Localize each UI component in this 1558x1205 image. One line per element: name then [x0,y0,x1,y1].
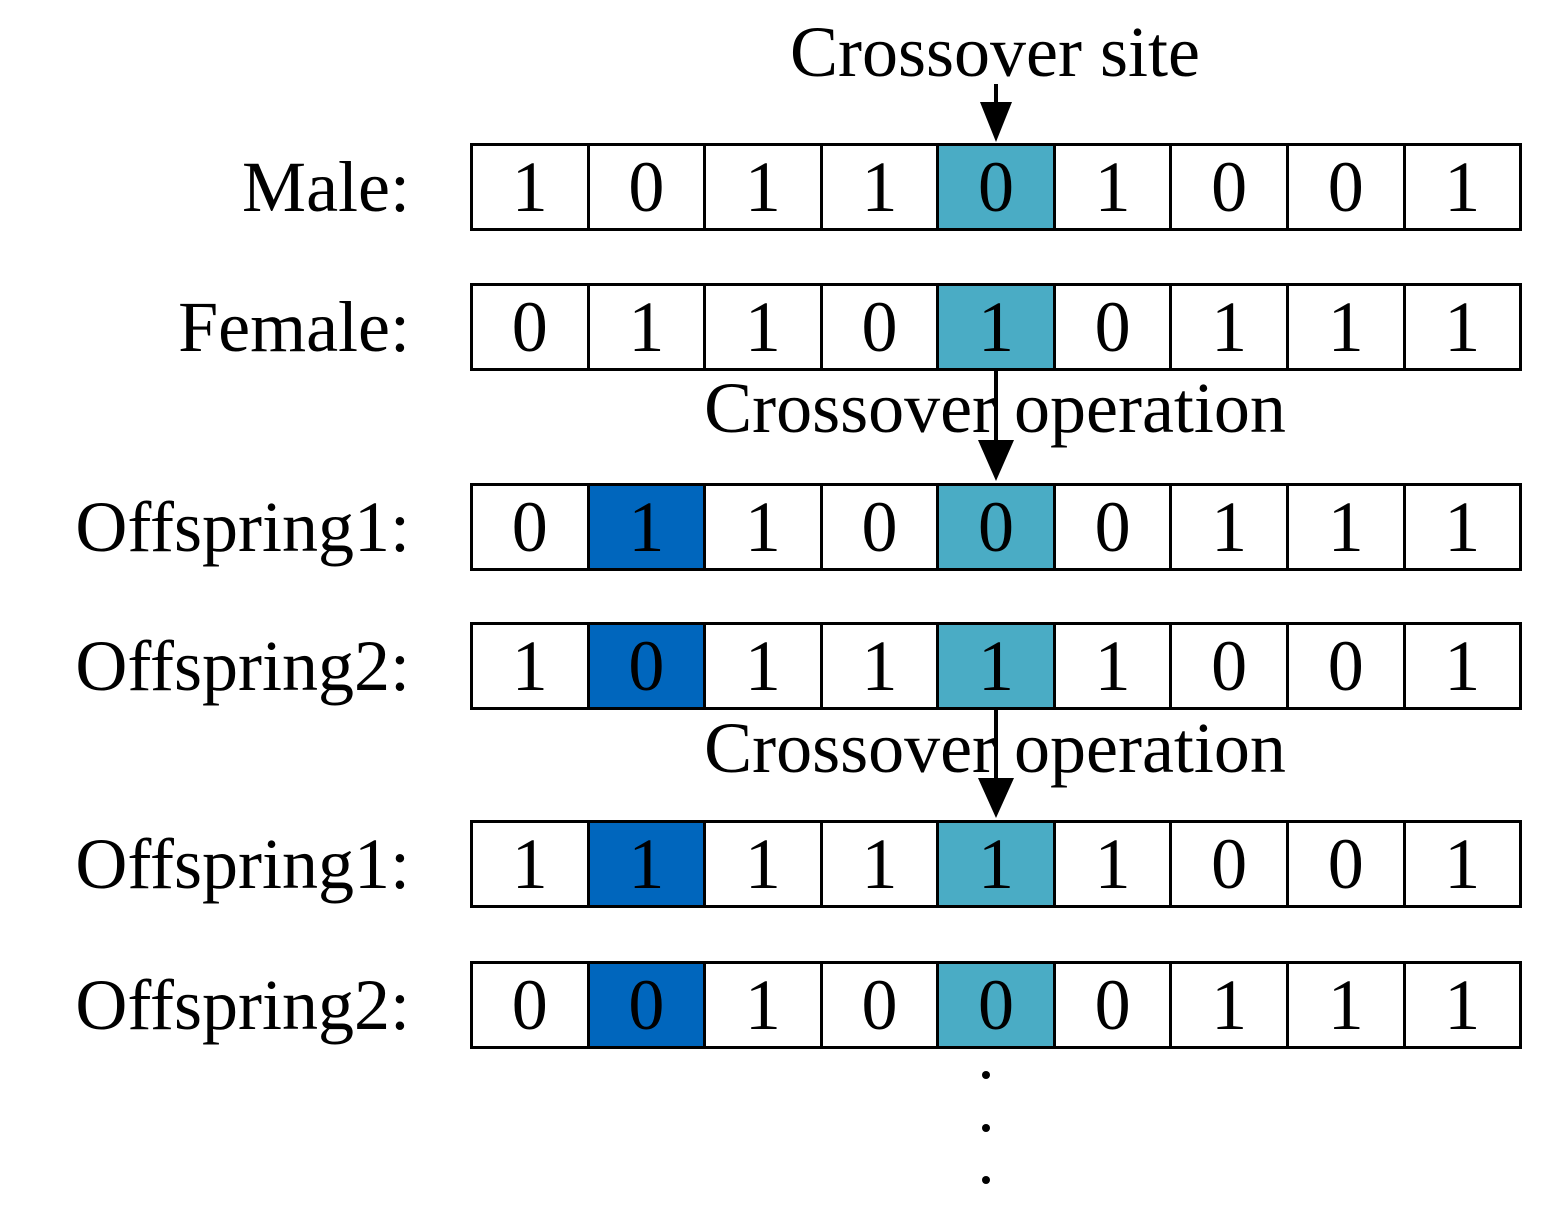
gene-cell: 1 [1172,964,1289,1046]
chromosome-row-offspring2-b: Offspring2: 0 0 1 0 0 0 1 1 1 [0,961,1558,1049]
gene-cell: 1 [1405,146,1520,228]
gene-cell: 1 [1405,625,1520,707]
continuation-ellipsis-icon [982,1071,990,1184]
crossover-site-cell: 1 [939,286,1056,368]
swapped-gene-cell: 0 [589,964,707,1046]
gene-cell: 1 [1288,286,1406,368]
gene-cell: 1 [1055,146,1173,228]
gene-cell: 1 [706,964,823,1046]
swapped-gene-cell: 0 [589,625,707,707]
gene-cell: 1 [706,823,823,905]
gene-cell: 0 [1055,964,1173,1046]
gene-cell: 1 [822,625,940,707]
gene-cell: 1 [1288,964,1406,1046]
gene-cell: 0 [1055,486,1173,568]
gene-cell: 0 [1288,625,1406,707]
chromosome-row-male: Male: 1 0 1 1 0 1 0 0 1 [0,143,1558,231]
gene-cell: 1 [822,823,940,905]
gene-cell: 1 [1405,823,1520,905]
gene-cell: 0 [1172,146,1289,228]
crossover-operation-label-1: Crossover operation [704,368,1286,448]
gene-cell: 1 [589,286,707,368]
gene-cell: 0 [1172,823,1289,905]
crossover-site-label: Crossover site [790,12,1200,92]
gene-cell: 0 [822,486,940,568]
gene-cell: 1 [1055,823,1173,905]
gene-cell: 1 [1055,625,1173,707]
gene-cell: 0 [1288,823,1406,905]
gene-sequence: 0 0 1 0 0 0 1 1 1 [470,961,1522,1049]
gene-sequence: 1 0 1 1 1 1 0 0 1 [470,622,1522,710]
crossover-site-cell: 0 [939,964,1056,1046]
gene-cell: 0 [1288,146,1406,228]
gene-cell: 1 [706,625,823,707]
down-arrow-icon [980,84,1012,142]
gene-cell: 1 [1172,286,1289,368]
gene-cell: 0 [822,964,940,1046]
row-label: Male: [242,147,410,227]
gene-cell: 1 [1288,486,1406,568]
gene-cell: 0 [589,146,707,228]
crossover-site-cell: 0 [939,146,1056,228]
swapped-gene-cell: 1 [589,823,707,905]
gene-cell: 1 [822,146,940,228]
crossover-site-cell: 1 [939,625,1056,707]
row-label: Offspring1: [75,824,410,904]
gene-sequence: 1 1 1 1 1 1 0 0 1 [470,820,1522,908]
chromosome-row-female: Female: 0 1 1 0 1 0 1 1 1 [0,283,1558,371]
chromosome-row-offspring2-a: Offspring2: 1 0 1 1 1 1 0 0 1 [0,622,1558,710]
gene-cell: 1 [706,486,823,568]
gene-cell: 0 [1172,625,1289,707]
gene-sequence: 1 0 1 1 0 1 0 0 1 [470,143,1522,231]
gene-cell: 1 [1405,964,1520,1046]
gene-sequence: 0 1 1 0 0 0 1 1 1 [470,483,1522,571]
gene-cell: 0 [473,286,590,368]
gene-cell: 1 [706,146,823,228]
gene-cell: 1 [473,146,590,228]
crossover-site-cell: 0 [939,486,1056,568]
gene-cell: 1 [473,823,590,905]
gene-cell: 0 [473,486,590,568]
swapped-gene-cell: 1 [589,486,707,568]
row-label: Offspring2: [75,965,410,1045]
crossover-operation-label-2: Crossover operation [704,708,1286,788]
gene-cell: 0 [473,964,590,1046]
gene-cell: 0 [1055,286,1173,368]
gene-cell: 1 [1172,486,1289,568]
crossover-site-cell: 1 [939,823,1056,905]
row-label: Offspring2: [75,626,410,706]
gene-sequence: 0 1 1 0 1 0 1 1 1 [470,283,1522,371]
chromosome-row-offspring1-a: Offspring1: 0 1 1 0 0 0 1 1 1 [0,483,1558,571]
row-label: Offspring1: [75,487,410,567]
row-label: Female: [178,287,410,367]
gene-cell: 0 [822,286,940,368]
gene-cell: 1 [1405,486,1520,568]
chromosome-row-offspring1-b: Offspring1: 1 1 1 1 1 1 0 0 1 [0,820,1558,908]
gene-cell: 1 [473,625,590,707]
gene-cell: 1 [706,286,823,368]
gene-cell: 1 [1405,286,1520,368]
